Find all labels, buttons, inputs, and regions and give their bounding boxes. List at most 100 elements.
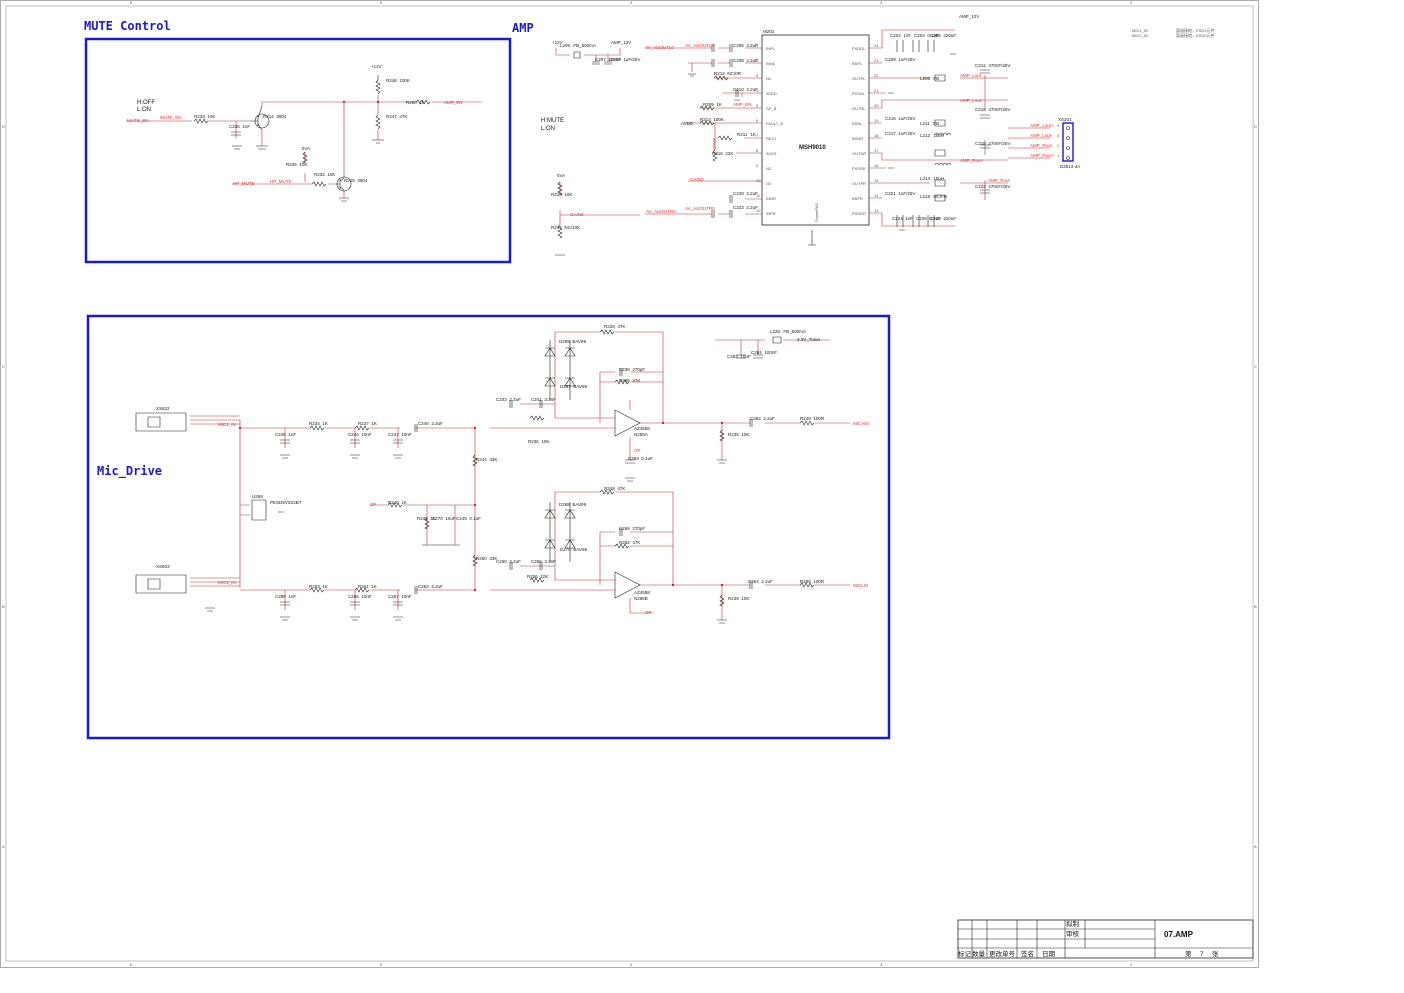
mic-part-value: 47K <box>617 486 625 491</box>
amp-part-ref: C225 <box>916 216 927 221</box>
amp-part-ref: C210 <box>733 87 744 92</box>
mic-part-ref: C243 <box>496 397 507 402</box>
amp-ic-pin-name: AVSS <box>766 151 777 156</box>
amp-part-ref: R217 <box>551 225 562 230</box>
amp-net-7: AMP_EN <box>733 102 752 107</box>
mic-part-ref: R240 <box>388 500 399 505</box>
mute-part-value: 10K <box>327 172 335 177</box>
amp-ic-pin-name: AVDD <box>766 91 777 96</box>
amp-part-ref: C202 <box>890 33 901 38</box>
mute-part-ref: R260 <box>406 100 417 105</box>
mic-part-ref: C246 <box>418 421 429 426</box>
mute-part-ref: R214 <box>263 114 274 119</box>
mic-part-value: 1K <box>322 421 328 426</box>
mute-rail-5va: 5VA <box>302 146 310 151</box>
amp-ic-pin-num: 16 <box>874 163 879 168</box>
mute-logic-low: L:ON <box>137 107 151 113</box>
amp-ic-pin-num: 5 <box>756 103 759 108</box>
mic-part-value: 270pF <box>632 526 645 531</box>
mic-part-ref: C249 <box>456 516 467 521</box>
mic-net-1: MIC1_IN <box>218 422 236 427</box>
mute-part-ref: R232 <box>314 172 325 177</box>
amp-part-value: 1nF <box>903 33 911 38</box>
amp-ic-pad: PowerPAD <box>814 203 819 222</box>
amp-part-value: 10K <box>564 192 572 197</box>
amp-part-value: 0.1uF <box>927 33 939 38</box>
svg-text:A: A <box>2 844 5 849</box>
title-block-page-num: 7 <box>1200 951 1204 958</box>
amp-ic-name: MSH9010 <box>799 145 826 151</box>
amp-ic-pin-name: PVSSR <box>852 166 866 171</box>
amp-connector-ref: XS201 <box>1058 117 1072 122</box>
mic-part-ref: R239 <box>728 596 739 601</box>
title-block-col-5: 日期 <box>1042 950 1056 958</box>
amp-part-value: 10uH <box>933 176 944 181</box>
mute-net-2: MUTE_EN <box>160 115 182 120</box>
mute-control-box <box>84 37 512 264</box>
mute-net-4: HP_MUTE <box>270 179 292 184</box>
amp-ic-pin-num: 6 <box>756 118 759 123</box>
amp-part-ref: C226 <box>930 216 941 221</box>
mic-section-title: Mic_Drive <box>97 464 162 479</box>
amp-part-value: NC/FB <box>933 194 947 199</box>
amp-part-value: 1uF/25V <box>898 116 915 121</box>
amp-ic-pin-num: 7 <box>756 133 759 138</box>
amp-part-ref: C207 <box>595 57 606 62</box>
mute-net-5: AMP_EN <box>444 100 463 105</box>
mic-part-ref: R238 <box>619 378 630 383</box>
amp-ic-pin-name: PVSSL <box>852 91 866 96</box>
amp-ic-pin-name: INNR <box>766 196 776 201</box>
amp-part-value: 0.1uF <box>929 216 941 221</box>
mic-part-value: 1K <box>430 516 436 521</box>
mic-part-value: 0.1uF <box>469 516 481 521</box>
svg-text:D: D <box>2 124 5 129</box>
amp-part-ref: C217 <box>885 131 896 136</box>
amp-ic-pin-num: 18 <box>874 133 879 138</box>
amp-ic-pin-num: 8 <box>756 148 759 153</box>
amp-part-value: 2.2uF <box>746 205 758 210</box>
amp-ic-pin-num: 17 <box>874 148 879 153</box>
amp-ic-pin-num: 21 <box>874 88 879 93</box>
mic-part-value: BAV99 <box>572 502 586 507</box>
amp-ic-pin-num: 24 <box>874 43 879 48</box>
mic-part-ref: R249 <box>800 416 811 421</box>
mic-part-value: FB_600mA <box>783 329 806 334</box>
amp-part-value: NC/0R <box>727 71 741 76</box>
amp-ic-pin-num: 2 <box>756 58 759 63</box>
amp-part-ref: R212 <box>714 71 725 76</box>
amp-net-1: AV_AUOUTL0 <box>645 45 674 50</box>
amp-part-ref: C221 <box>885 191 896 196</box>
mute-part-value: 3904 <box>276 114 287 119</box>
mic-part-value: BAV99 <box>572 339 586 344</box>
mute-part-value: 1K <box>419 100 425 105</box>
mute-part-ref: R247 <box>386 114 397 119</box>
svg-text:3: 3 <box>880 0 883 5</box>
amp-part-value: 100nF <box>608 57 621 62</box>
mic-part-value: 100R <box>813 416 825 421</box>
svg-text:C: C <box>1254 364 1257 369</box>
mic-drive-box <box>86 314 891 740</box>
amp-ic-pin-name: NC <box>766 76 772 81</box>
mute-net-3: HP_MUTE <box>233 181 255 186</box>
mic-part-ref: R234 <box>309 421 320 426</box>
title-block-checked: 审核 <box>1066 929 1080 938</box>
amp-net-8: AMP_Lout <box>960 73 982 78</box>
title-block-col-2: 数量 <box>972 949 986 958</box>
svg-text:A: A <box>1254 844 1257 849</box>
inner-frame <box>5 5 1254 962</box>
amp-left-pins: INPL1INNL2NC3AVDD4SD_B5FAULT_B6REXT7AVSS… <box>756 43 783 216</box>
mute-part-value: 10K <box>207 114 215 119</box>
amp-ic-pin-name: OUTPR <box>852 181 866 186</box>
amp-connector-pin: 1 <box>1057 153 1060 158</box>
corner-desc-1: 暂留接地，ESD2元件 <box>1176 27 1214 33</box>
mic-part-ref: C284 <box>751 350 762 355</box>
mute-logic-high: H:OFF <box>137 100 155 106</box>
mic-part-value: 100R <box>813 579 825 584</box>
mute-section-title: MUTE Control <box>84 19 171 33</box>
amp-ic-pin-num: 13 <box>874 208 879 213</box>
mic-part-value: BAV99 <box>573 547 587 552</box>
mic-part-value: 33K <box>489 556 497 561</box>
